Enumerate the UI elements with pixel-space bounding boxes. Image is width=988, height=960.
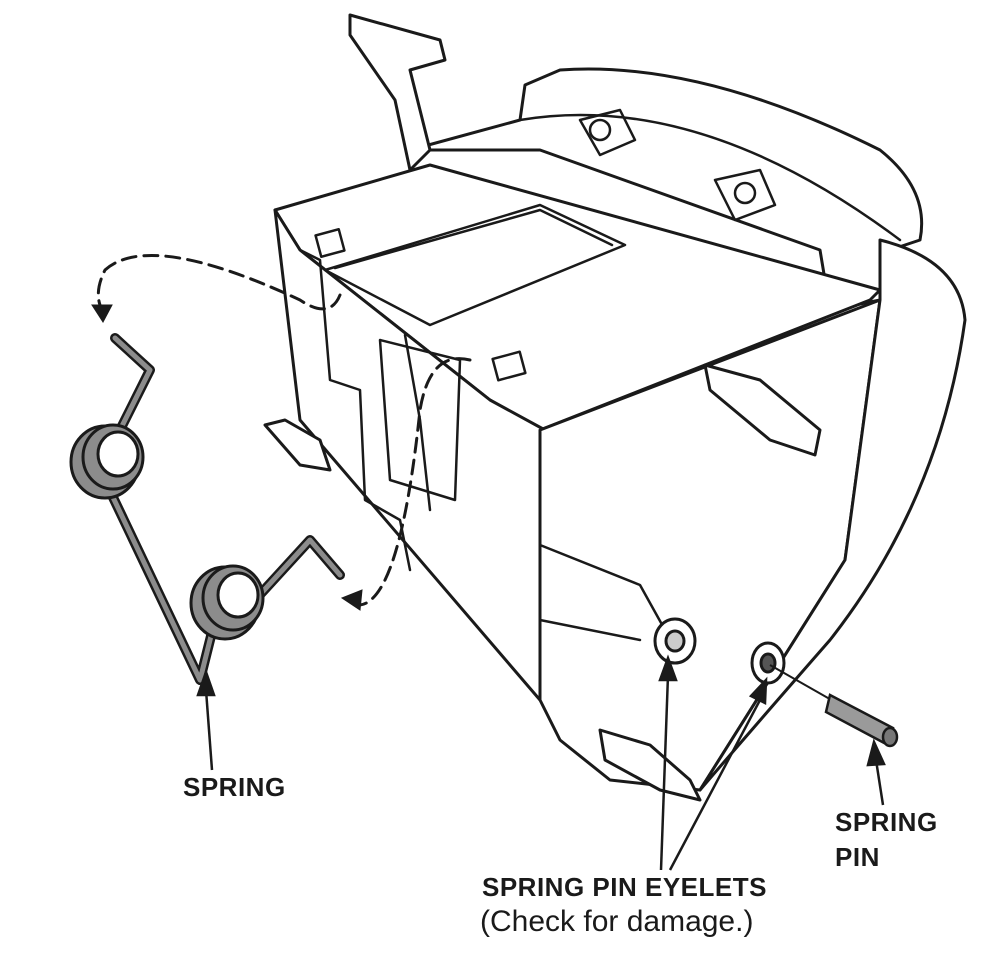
label-spring-pin-line1: SPRING xyxy=(835,807,938,837)
spring-coil-upper xyxy=(69,423,145,500)
rear-boss-1 xyxy=(578,108,637,157)
leader-arrow-eyelet-right xyxy=(748,676,768,705)
label-spring: SPRING xyxy=(183,772,286,802)
rear-boss-2 xyxy=(713,168,777,222)
housing-left-tab xyxy=(263,418,332,472)
housing-part xyxy=(263,13,967,802)
spring-coil-lower xyxy=(189,564,265,641)
leader-arrow-eyelet-left xyxy=(658,654,678,682)
spring-pin xyxy=(769,664,899,748)
arrowhead-upper xyxy=(91,304,113,323)
housing-rear-tab xyxy=(703,363,822,457)
label-eyelets-note: (Check for damage.) xyxy=(480,905,754,938)
top-latch-left xyxy=(314,228,346,258)
top-latch-center xyxy=(491,350,527,382)
label-spring-pin-line2: PIN xyxy=(835,842,880,872)
spring-pin-eyelets xyxy=(653,617,786,685)
top-opening xyxy=(323,203,627,327)
housing-rear-shell xyxy=(408,67,924,312)
leader-arrow-pin xyxy=(866,738,886,767)
install-path-upper xyxy=(96,254,342,311)
leader-arrow-spring xyxy=(196,668,216,697)
install-paths xyxy=(96,254,472,607)
housing-right-panel xyxy=(698,238,967,792)
install-path-lower xyxy=(358,357,472,607)
spring-part xyxy=(69,333,345,685)
housing-bottom-tab xyxy=(598,728,702,802)
leader-lines xyxy=(196,654,886,871)
install-arrowheads xyxy=(91,304,363,611)
housing-details xyxy=(298,108,902,642)
housing-top-fin xyxy=(348,13,447,172)
label-spring-pin-eyelets: SPRING PIN EYELETS xyxy=(482,872,767,902)
inner-channel xyxy=(378,338,462,502)
arrowhead-lower xyxy=(340,589,363,611)
